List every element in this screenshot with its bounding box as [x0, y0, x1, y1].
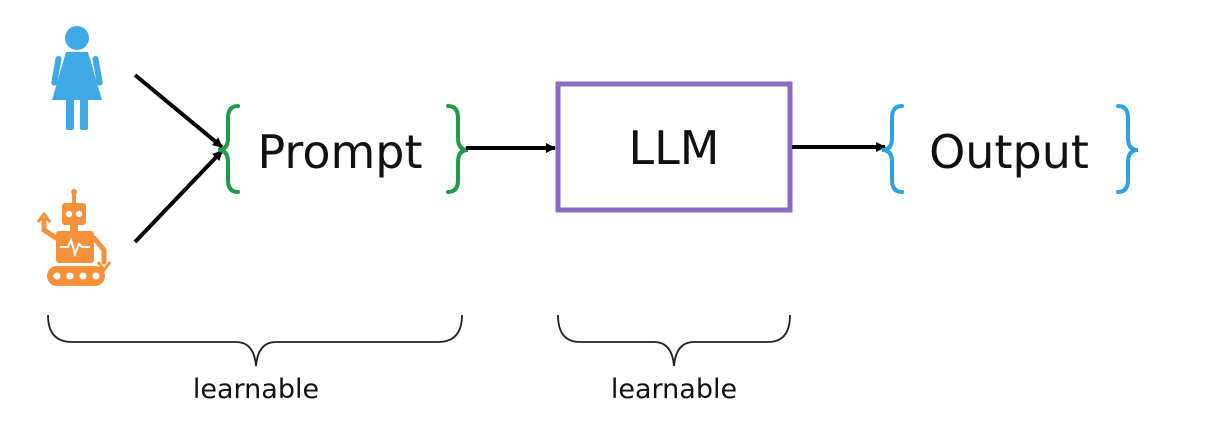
under-brace-llm [557, 314, 791, 367]
output-left-brace [881, 104, 904, 194]
prompt-right-brace [446, 104, 469, 194]
arrow-robot-to-prompt [133, 149, 224, 244]
output-label: Output [929, 125, 1089, 179]
robot-icon [36, 189, 112, 286]
prompt-label: Prompt [257, 125, 422, 179]
under-brace-sources-prompt [47, 314, 463, 367]
llm-box [555, 81, 793, 213]
learnable-label-right: learnable [611, 374, 737, 405]
llm-label: LLM [629, 121, 720, 175]
prompt-left-brace [217, 104, 240, 194]
output-right-brace [1116, 104, 1139, 194]
learnable-label-left: learnable [193, 374, 319, 405]
woman-icon [51, 26, 103, 130]
arrow-human-to-prompt [133, 73, 224, 149]
